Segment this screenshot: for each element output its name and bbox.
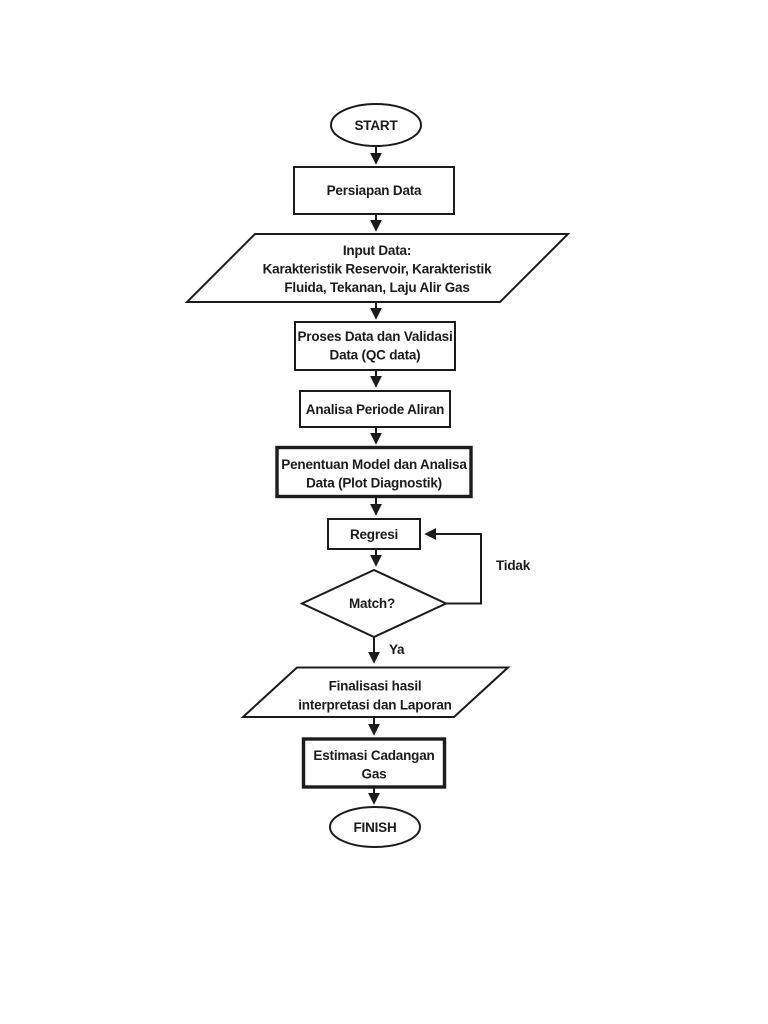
finish-node	[329, 806, 421, 848]
input-data-line-1: Input Data:	[343, 243, 411, 258]
proses-data-line-1: Proses Data dan Validasi	[297, 329, 452, 344]
match-label: Match?	[349, 596, 395, 611]
estimasi-cadangan-line-1: Estimasi Cadangan	[313, 748, 434, 763]
input-data-line-3: Fluida, Tekanan, Laju Alir Gas	[284, 280, 469, 295]
estimasi-cadangan-line-2: Gas	[362, 767, 387, 782]
finish-label: FINISH	[353, 820, 396, 835]
analisa-periode-label: Analisa Periode Aliran	[306, 402, 444, 417]
input-data-node	[184, 233, 571, 303]
ya-edge-label: Ya	[389, 642, 405, 657]
penentuan-model-line-2: Data (Plot Diagnostik)	[306, 476, 442, 491]
penentuan-model-line-1: Penentuan Model dan Analisa	[281, 457, 467, 472]
finalisasi-line-1: Finalisasi hasil	[329, 679, 422, 694]
regresi-label: Regresi	[350, 527, 398, 542]
regresi-node	[327, 518, 421, 550]
proses-data-line-2: Data (QC data)	[330, 348, 421, 363]
start-label: START	[355, 118, 399, 133]
input-data-line-2: Karakteristik Reservoir, Karakteristik	[263, 262, 492, 277]
penentuan-model-node	[275, 445, 473, 499]
analisa-periode-node	[299, 390, 451, 428]
persiapan-data-node	[293, 166, 455, 215]
persiapan-data-label: Persiapan Data	[327, 183, 422, 198]
finalisasi-line-2: interpretasi dan Laporan	[298, 698, 451, 713]
tidak-edge-label: Tidak	[496, 558, 531, 573]
proses-data-node	[294, 321, 456, 371]
finalisasi-node	[240, 666, 511, 718]
edge-match-to-regresi-loop	[424, 528, 482, 605]
